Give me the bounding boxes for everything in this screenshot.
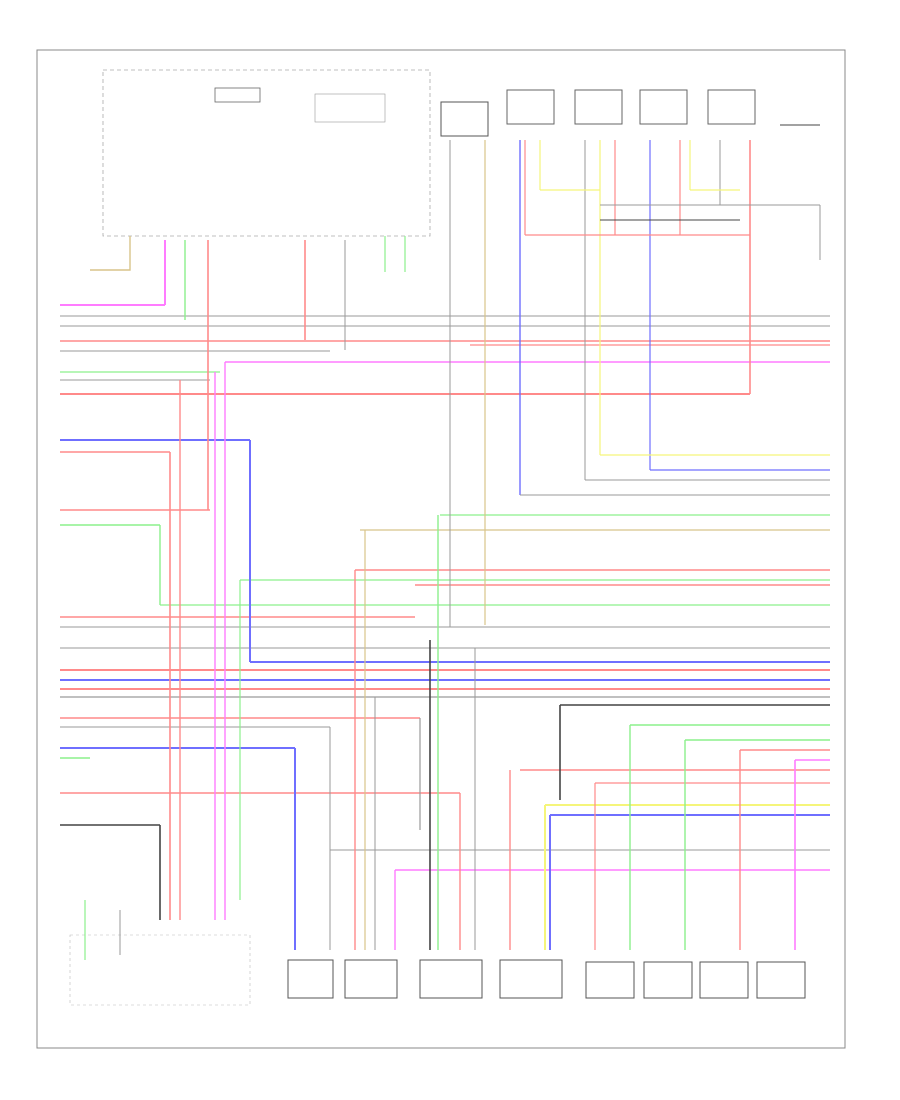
component-a	[287, 959, 334, 999]
component-h	[756, 961, 806, 999]
component-b	[344, 959, 398, 999]
component-d	[499, 959, 563, 999]
bottom-components	[69, 934, 806, 1006]
component-f	[643, 961, 693, 999]
component-g	[699, 961, 749, 999]
component-c	[419, 959, 483, 999]
switch-block	[314, 93, 386, 123]
connector-5	[707, 89, 756, 125]
connector-2	[506, 89, 555, 125]
switch-assembly	[69, 934, 251, 1006]
connector-4	[639, 89, 688, 125]
top-module-box	[102, 69, 431, 237]
connector-1	[440, 101, 489, 137]
wire-group	[60, 124, 830, 960]
relay-block	[214, 87, 261, 103]
connector-3	[574, 89, 623, 125]
diagram-frame	[36, 49, 846, 1049]
component-e	[585, 961, 635, 999]
wire-ground-a	[90, 236, 131, 271]
top-connectors	[440, 89, 756, 137]
